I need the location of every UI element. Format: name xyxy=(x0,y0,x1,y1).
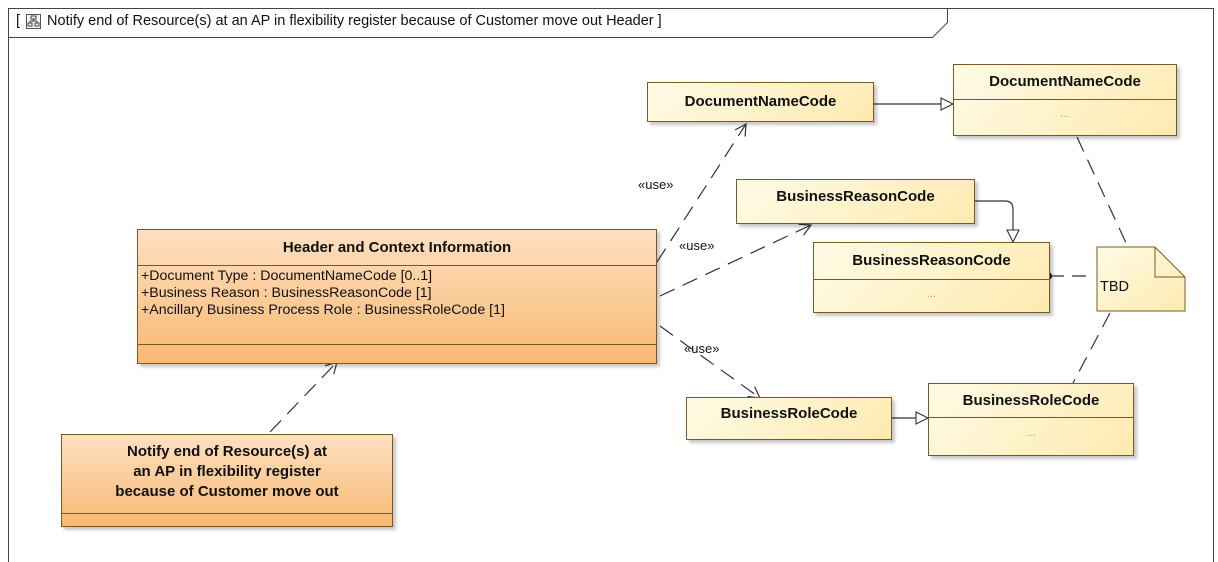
frame-title-text: Notify end of Resource(s) at an AP in fl… xyxy=(47,13,654,29)
separator xyxy=(138,265,656,266)
note-text: TBD xyxy=(1100,279,1129,295)
class-name: BusinessRoleCode xyxy=(962,392,1100,409)
header-context-class[interactable]: Header and Context Information +Document… xyxy=(137,229,657,364)
business-reason-code-base-class[interactable]: BusinessReasonCode ... xyxy=(813,242,1050,313)
placeholder-compartment: ... xyxy=(926,288,937,300)
use-dependency-business-reason xyxy=(659,223,813,297)
diagram-frame xyxy=(8,8,1214,562)
attributes-compartment: +Document Type : DocumentNameCode [0..1]… xyxy=(138,266,656,319)
class-name: BusinessReasonCode xyxy=(852,252,1011,269)
class-name: BusinessReasonCode xyxy=(776,188,935,205)
use-dependency-business-role xyxy=(659,325,762,399)
placeholder-compartment: ... xyxy=(1060,108,1070,120)
class-name: DocumentNameCode xyxy=(989,73,1141,90)
generalization-business-reason xyxy=(975,200,1020,244)
class-name: Header and Context Information xyxy=(282,239,512,256)
note-anchor-document-name xyxy=(1076,136,1128,246)
notify-name-line-2: an AP in flexibility register xyxy=(133,463,321,480)
attribute-business-reason: +Business Reason : BusinessReasonCode [1… xyxy=(141,285,432,301)
class-name: BusinessRoleCode xyxy=(720,405,858,422)
class-name: DocumentNameCode xyxy=(684,93,837,110)
bracket-close: ] xyxy=(657,13,662,29)
use-stereotype-label: «use» xyxy=(684,341,720,356)
notify-class[interactable]: Notify end of Resource(s) at an AP in fl… xyxy=(61,434,393,527)
attribute-document-type: +Document Type : DocumentNameCode [0..1] xyxy=(141,268,433,284)
business-reason-code-class[interactable]: BusinessReasonCode xyxy=(736,179,975,224)
frame-title: [ Notify end of Resource(s) at an AP in … xyxy=(16,13,662,29)
use-dependency-document-name xyxy=(656,122,747,263)
dependency-notify-to-header xyxy=(269,361,338,433)
document-name-code-base-class[interactable]: DocumentNameCode ... xyxy=(953,64,1177,136)
placeholder-compartment: ... xyxy=(1026,427,1036,439)
separator xyxy=(929,417,1133,418)
separator xyxy=(954,99,1176,100)
use-stereotype-label: «use» xyxy=(638,177,674,192)
notify-name-line-3: because of Customer move out xyxy=(115,483,339,500)
business-role-code-base-class[interactable]: BusinessRoleCode ... xyxy=(928,383,1134,456)
separator xyxy=(62,513,392,514)
frame-title-tab xyxy=(8,8,948,38)
diagram-icon xyxy=(26,13,42,29)
separator xyxy=(814,279,1049,280)
document-name-code-class[interactable]: DocumentNameCode xyxy=(647,82,874,122)
separator xyxy=(138,344,656,345)
business-role-code-class[interactable]: BusinessRoleCode xyxy=(686,397,892,440)
bracket-open: [ xyxy=(16,13,21,29)
use-stereotype-label: «use» xyxy=(679,238,715,253)
note-tbd[interactable] xyxy=(1093,243,1189,315)
notify-name-line-1: Notify end of Resource(s) at xyxy=(126,443,328,460)
attribute-business-role: +Ancillary Business Process Role : Busin… xyxy=(141,302,505,318)
note-anchor-business-role xyxy=(1072,312,1111,384)
